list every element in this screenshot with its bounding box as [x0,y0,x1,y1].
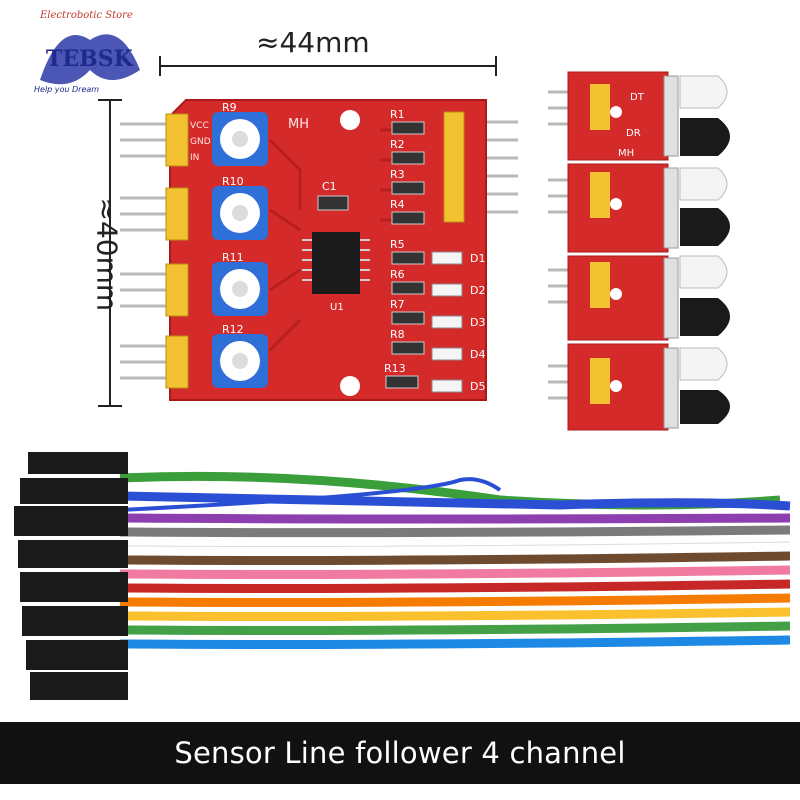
caption-text: Sensor Line follower 4 channel [174,736,626,770]
pin-label-vcc: VCC [190,121,209,131]
logo-main-text: TEBSK [46,46,134,72]
svg-text:R8: R8 [390,328,405,341]
pot-label-r10: R10 [222,175,244,188]
svg-text:D4: D4 [470,348,485,361]
left-header-pins [120,122,170,380]
height-dimension [98,99,122,407]
svg-text:R3: R3 [390,168,405,181]
svg-text:R5: R5 [390,238,405,251]
resistors: R1 R2 R3 R4 R5 R6 R7 R8 R13 [384,108,425,389]
pin-label-gnd: GND [190,137,211,147]
sensor-label-dr: DR [626,128,641,139]
main-pcb: MH VCC GND IN R9 R10 R11 R12 [165,99,487,401]
pin-label-in: IN [190,153,199,163]
height-dimension-label: ≈40mm [90,197,124,312]
sensor-modules: DT DR MH [548,71,730,431]
ic-label: U1 [330,302,344,313]
logo-bottom-text: Help you Dream [34,85,99,94]
cap-label: C1 [322,180,337,193]
dupont-connectors [14,452,128,700]
potentiometers: R9 R10 R11 R12 [212,101,268,388]
sensor-label-dt: DT [630,92,645,103]
svg-text:D5: D5 [470,380,485,393]
svg-text:D2: D2 [470,284,485,297]
svg-text:D1: D1 [470,252,485,265]
caption-bar: Sensor Line follower 4 channel [0,722,800,784]
svg-text:D3: D3 [470,316,485,329]
sensor-label-mh: MH [618,148,634,159]
logo-top-text: Electrobotic Store [39,10,133,21]
pot-label-r11: R11 [222,251,244,264]
svg-text:R1: R1 [390,108,405,121]
width-dimension-label: ≈44mm [256,26,370,59]
width-dimension [159,56,497,76]
svg-text:R7: R7 [390,298,405,311]
pot-label-r12: R12 [222,323,244,336]
svg-text:R2: R2 [390,138,405,151]
svg-text:R6: R6 [390,268,405,281]
jumper-wires [119,471,791,649]
svg-text:R13: R13 [384,362,406,375]
svg-text:R4: R4 [390,198,405,211]
leds: D1 D2 D3 D4 D5 [431,251,485,393]
store-logo: Electrobotic Store TEBSK Help you Dream [26,8,154,96]
ic-chip: U1 [302,232,370,313]
board-brand: MH [288,117,309,132]
pot-label-r9: R9 [222,101,237,114]
